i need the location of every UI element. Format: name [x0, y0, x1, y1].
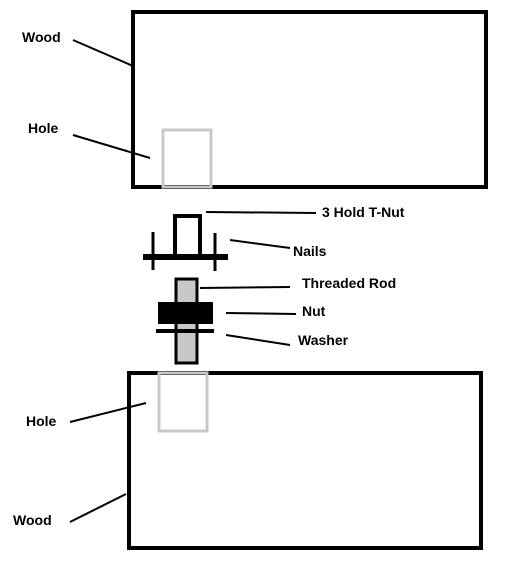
- leader-lines: [69, 39, 317, 523]
- label-wood-bottom: Wood: [13, 512, 52, 528]
- top-wood-block: [131, 10, 488, 189]
- top-hole: [161, 128, 213, 189]
- bottom-hole: [157, 371, 209, 433]
- label-washer: Washer: [298, 332, 349, 348]
- label-hole-bottom: Hole: [26, 413, 57, 429]
- label-nails: Nails: [293, 243, 327, 259]
- leader-nut: [225, 312, 297, 315]
- leader-nails: [229, 239, 291, 249]
- leader-tnut: [205, 211, 317, 214]
- nails-shape: [151, 232, 217, 271]
- leader-wood-top: [72, 39, 134, 67]
- label-nut: Nut: [302, 303, 326, 319]
- leader-hole-top: [72, 134, 151, 159]
- label-wood-top: Wood: [22, 29, 61, 45]
- bottom-wood-block: [127, 371, 483, 550]
- leader-threaded-rod: [199, 286, 291, 289]
- label-threaded-rod: Threaded Rod: [302, 275, 396, 291]
- leader-washer: [225, 334, 291, 346]
- leader-wood-bottom: [69, 493, 127, 523]
- leader-hole-bottom: [69, 402, 147, 423]
- nut-shape: [158, 302, 213, 324]
- label-hole-top: Hole: [28, 120, 59, 136]
- label-tnut: 3 Hold T-Nut: [322, 204, 405, 220]
